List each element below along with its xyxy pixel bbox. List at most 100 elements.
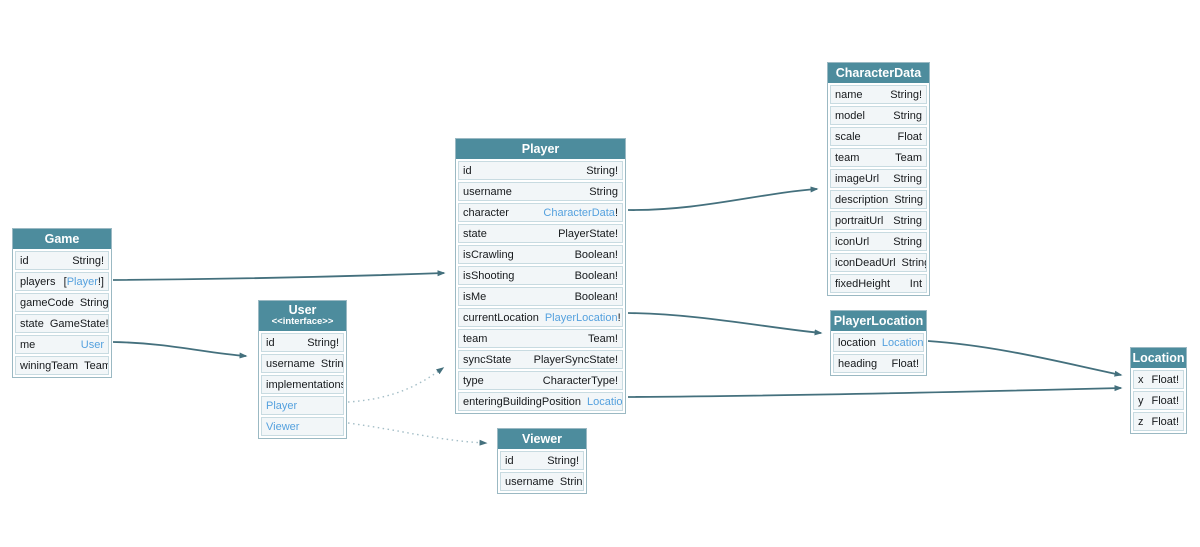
field-type: String! <box>547 453 579 469</box>
field-row-implementations[interactable]: implementations <box>261 375 344 394</box>
field-name: id <box>20 254 29 267</box>
type-scalar: PlayerState! <box>558 227 618 240</box>
field-name: fixedHeight <box>835 277 891 290</box>
field-row-Player[interactable]: Player <box>261 396 344 415</box>
field-row-enteringBuildingPosition[interactable]: enteringBuildingPositionLocation <box>458 392 623 411</box>
type-scalar: String! <box>890 88 922 101</box>
field-type[interactable]: PlayerLocation! <box>545 310 621 326</box>
field-name: model <box>835 109 865 122</box>
type-scalar: String <box>320 357 344 370</box>
type-scalar: Boolean! <box>574 269 618 282</box>
field-row-players[interactable]: players[Player!] <box>15 272 109 291</box>
field-name: isMe <box>463 290 487 303</box>
field-row-id[interactable]: id String! <box>15 251 109 270</box>
type-scalar: String! <box>72 254 104 267</box>
table-header-game[interactable]: Game <box>13 229 111 249</box>
table-header-player[interactable]: Player <box>456 139 625 159</box>
field-type[interactable]: Location! <box>881 335 924 351</box>
implementation-link[interactable]: Viewer <box>266 420 300 433</box>
type-link[interactable]: Location <box>587 395 623 408</box>
type-link[interactable]: CharacterData <box>543 206 615 219</box>
type-scalar: Float! <box>1151 373 1179 386</box>
edge-player-currentlocation-to-playerlocation <box>627 312 823 336</box>
field-name: isCrawling <box>463 248 514 261</box>
field-row-Viewer[interactable]: Viewer <box>261 417 344 436</box>
field-type[interactable]: Location <box>587 394 623 410</box>
type-link[interactable]: Player <box>66 275 98 288</box>
implementation-link[interactable]: Player <box>266 399 298 412</box>
field-row-iconDeadUrl[interactable]: iconDeadUrlString <box>830 253 927 272</box>
type-scalar: String <box>893 235 922 248</box>
type-scalar: Float! <box>891 357 919 370</box>
field-name: isShooting <box>463 269 515 282</box>
type-link[interactable]: Location <box>881 336 924 349</box>
table-header-location[interactable]: Location <box>1131 348 1186 368</box>
field-row-username[interactable]: username String <box>458 182 623 201</box>
field-name: id <box>505 454 514 467</box>
edge-user-player-implementation <box>347 367 445 403</box>
table-header-playerlocation[interactable]: PlayerLocation <box>831 311 926 331</box>
type-scalar: Float <box>897 130 922 143</box>
field-row-id[interactable]: id String! <box>500 451 584 470</box>
field-type: Float! <box>891 356 919 372</box>
table-header-user[interactable]: User<<interface>> <box>259 301 346 331</box>
field-type[interactable]: CharacterData! <box>543 205 618 221</box>
type-scalar: GameState! <box>49 317 109 330</box>
field-type[interactable]: User <box>81 337 104 353</box>
type-link[interactable]: PlayerLocation <box>544 311 618 324</box>
edge-playerlocation-location-to-location <box>927 340 1123 377</box>
type-scalar: String <box>901 256 926 269</box>
table-header-characterdata[interactable]: CharacterData <box>828 63 929 83</box>
field-name: type <box>463 374 484 387</box>
type-link[interactable]: User <box>80 338 104 351</box>
type-scalar: String <box>589 185 618 198</box>
field-name: portraitUrl <box>835 214 884 227</box>
field-type[interactable]: [Player!] <box>64 274 104 290</box>
field-row-isShooting[interactable]: isShooting Boolean! <box>458 266 623 285</box>
table-header-viewer[interactable]: Viewer <box>498 429 586 449</box>
table-title: PlayerLocation <box>833 314 924 328</box>
field-type: GameState! <box>49 316 109 332</box>
field-name: username <box>463 185 512 198</box>
